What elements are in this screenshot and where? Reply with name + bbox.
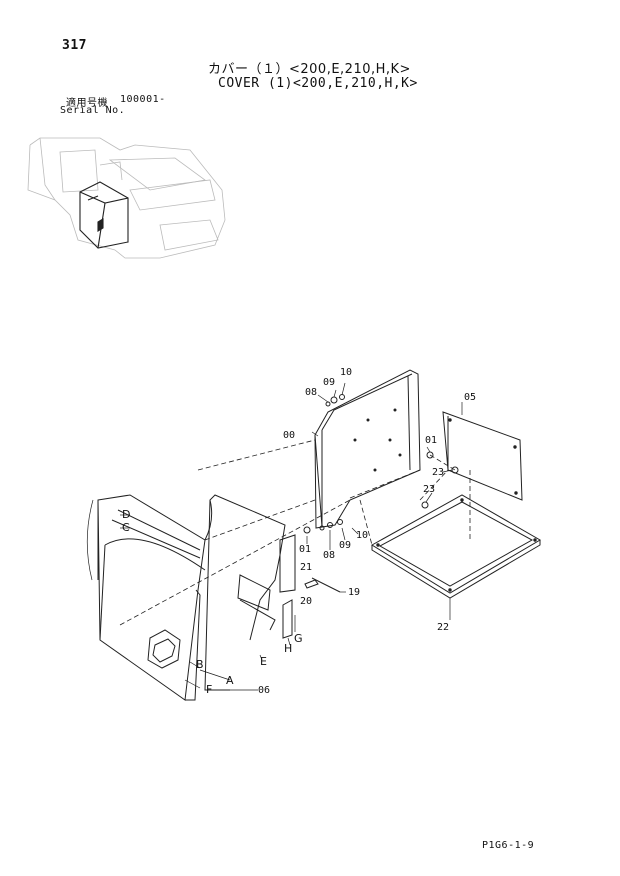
serial-value: 100001- bbox=[120, 94, 166, 105]
callout-20: 20 bbox=[300, 596, 312, 607]
serial-label-jp: 適用号機 bbox=[66, 98, 108, 109]
callout-01-left: 01 bbox=[299, 544, 311, 555]
door-panel-06 bbox=[97, 494, 286, 701]
callout-10-bottom: 10 bbox=[356, 530, 368, 541]
callout-23-upper: 23 bbox=[432, 467, 444, 478]
callout-08-top: 08 bbox=[305, 387, 317, 398]
callout-F: F bbox=[206, 683, 212, 696]
thumbnail-highlight-box bbox=[79, 181, 129, 249]
callout-08-bottom: 08 bbox=[323, 550, 335, 561]
callout-H: H bbox=[284, 642, 292, 655]
callout-D: D bbox=[122, 508, 130, 521]
callout-05: 05 bbox=[464, 392, 476, 403]
page-title-en: COVER (1)<200,E,210,H,K> bbox=[218, 76, 418, 91]
callout-19: 19 bbox=[348, 587, 360, 598]
drawing-code: P1G6-1-9 bbox=[482, 840, 535, 851]
callout-A: A bbox=[226, 674, 234, 687]
callout-22: 22 bbox=[437, 622, 449, 633]
callout-00: 00 bbox=[283, 430, 295, 441]
callout-B: B bbox=[196, 658, 204, 671]
machine-thumbnail bbox=[27, 137, 226, 259]
callout-23-lower: 23 bbox=[423, 484, 435, 495]
bottom-tray-22 bbox=[371, 494, 541, 599]
assembly-lines bbox=[119, 439, 471, 626]
callout-G: G bbox=[294, 632, 303, 645]
callout-09-bottom: 09 bbox=[339, 540, 351, 551]
seal-strips bbox=[279, 534, 296, 639]
side-plate-05 bbox=[442, 411, 523, 501]
page-title-jp: カバー（１）<200,E,210,H,K> bbox=[208, 62, 411, 77]
leader-lines bbox=[86, 382, 463, 691]
page-number: 317 bbox=[62, 38, 87, 53]
callout-E: E bbox=[260, 655, 267, 668]
callout-C: C bbox=[122, 521, 130, 534]
callout-labels: 10 09 08 00 05 01 23 23 01 08 09 10 21 2… bbox=[122, 367, 476, 696]
serial-label-en: Serial No. bbox=[60, 105, 126, 116]
callout-10-top: 10 bbox=[340, 367, 352, 378]
callout-06: 06 bbox=[258, 685, 270, 696]
callout-01-right: 01 bbox=[425, 435, 437, 446]
callout-21: 21 bbox=[300, 562, 312, 573]
cover-panel-00 bbox=[314, 369, 421, 529]
callout-09-top: 09 bbox=[323, 377, 335, 388]
